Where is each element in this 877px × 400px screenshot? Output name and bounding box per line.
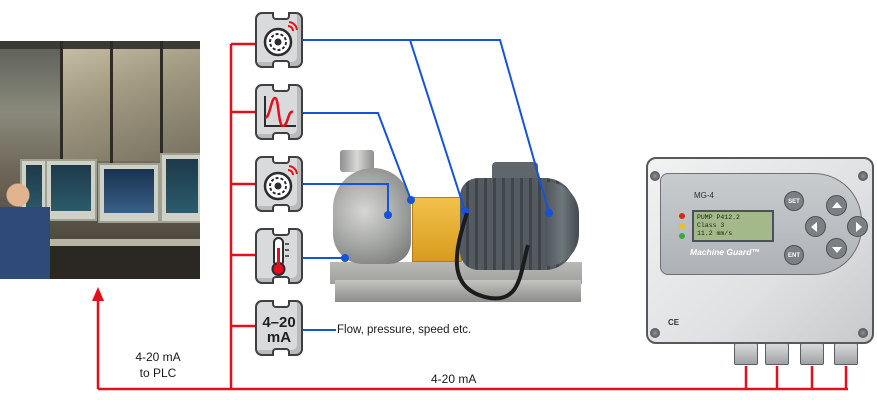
down-arrow-icon[interactable] (826, 238, 847, 259)
vibration-sensor-icon (263, 21, 298, 57)
right-arrow-icon[interactable] (847, 216, 868, 237)
arrow-to-plc-icon (92, 287, 104, 301)
temperature-sensor-icon (271, 237, 289, 276)
analog-input-box: 4–20 mA (255, 300, 303, 356)
cable-gland (734, 343, 758, 365)
vibration-sensor-1 (255, 12, 303, 68)
vibration-sensor-2 (255, 156, 303, 212)
cable-gland (834, 343, 858, 365)
led-yellow-icon (679, 223, 685, 229)
vibration-sensor-icon (263, 165, 298, 201)
plc-label-target: to PLC (139, 366, 177, 380)
led-red-icon (679, 213, 685, 219)
enter-button[interactable]: ENT (784, 245, 804, 265)
bus-label: 4-20 mA (431, 372, 477, 386)
set-button[interactable]: SET (784, 191, 804, 211)
spectrum-sensor (255, 84, 303, 140)
device-model-label: MG-4 (694, 191, 714, 200)
control-room-photo (0, 41, 200, 279)
analog-input-range: 4–20 (262, 314, 296, 331)
operator (0, 181, 50, 279)
plc-label-signal: 4-20 mA (135, 350, 181, 364)
up-arrow-icon[interactable] (826, 195, 847, 216)
analog-input-caption: Flow, pressure, speed etc. (337, 324, 472, 336)
display-line-2: Class 3 (697, 222, 725, 229)
temperature-sensor (255, 228, 303, 284)
display-line-3: 11.2 mm/s (697, 230, 733, 237)
ce-mark: CE (668, 318, 680, 327)
spectrum-analysis-icon (264, 96, 296, 128)
cable-gland (800, 343, 824, 365)
analog-input-unit: mA (266, 329, 292, 346)
device-display: PUMP P412.2 Class 3 11.2 mm/s (692, 210, 774, 242)
device-brand: Machine Guard™ (690, 247, 760, 257)
analog-input-icon: 4–20 mA (257, 315, 301, 345)
left-arrow-icon[interactable] (805, 216, 826, 237)
cable-gland (765, 343, 789, 365)
led-green-icon (679, 233, 685, 239)
display-line-1: PUMP P412.2 (697, 214, 740, 221)
